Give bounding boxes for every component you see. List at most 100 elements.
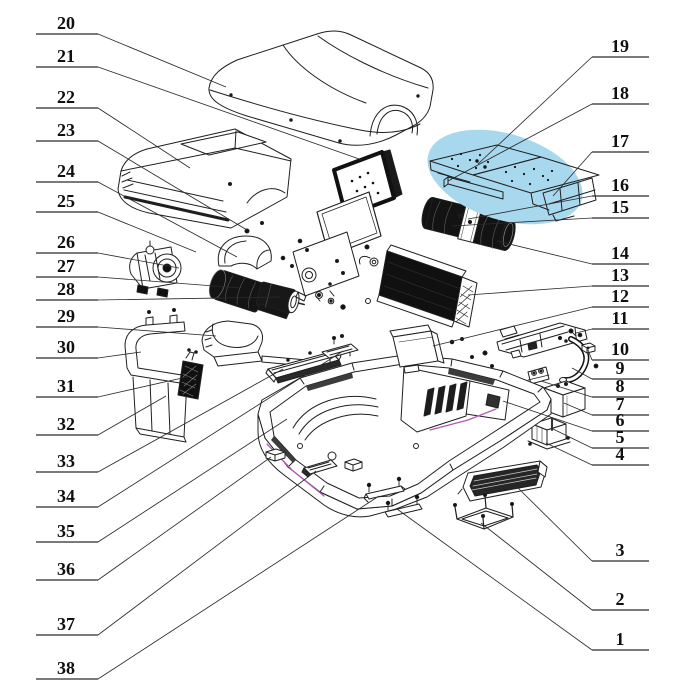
callout-leader-line	[432, 306, 593, 347]
callout-leader-line	[97, 211, 197, 253]
callout-2: 2	[480, 522, 649, 611]
callout-number: 15	[611, 197, 629, 217]
fan-shroud-dome-part	[217, 235, 294, 270]
accent-line-right	[429, 408, 497, 431]
callout-34: 34	[36, 350, 344, 508]
callout-33: 33	[36, 368, 284, 473]
callout-17: 17	[552, 131, 649, 197]
pump-motor-part	[129, 240, 182, 298]
callout-number: 17	[611, 131, 629, 151]
callout-leader-line	[97, 470, 317, 636]
callout-6: 6	[502, 400, 649, 432]
mount-panel-part	[292, 231, 360, 302]
transformer-part	[527, 417, 571, 450]
callout-number: 8	[616, 376, 625, 396]
evaporator-housing-part	[117, 128, 292, 234]
callout-leader-line	[496, 240, 593, 265]
callout-number: 12	[611, 286, 629, 306]
callout-leader-line	[552, 151, 593, 197]
callout-22: 22	[36, 87, 191, 169]
callout-leader-line	[97, 326, 217, 337]
callout-4: 4	[545, 442, 649, 466]
callout-number: 5	[616, 427, 625, 447]
highlight-ellipse	[427, 129, 583, 225]
callout-9: 9	[571, 358, 649, 380]
callout-number: 6	[616, 410, 625, 430]
callout-leader-line	[97, 350, 344, 508]
callout-5: 5	[550, 427, 649, 449]
callout-number: 7	[616, 394, 625, 414]
callout-38: 38	[36, 495, 380, 680]
callout-leader-line	[480, 522, 593, 611]
callout-20: 20	[36, 13, 227, 88]
callout-leader-line	[575, 328, 593, 334]
callout-number: 1	[616, 629, 625, 649]
callout-leader-line	[447, 103, 593, 182]
terminal-block-part	[527, 366, 550, 385]
callout-leader-line	[97, 296, 281, 301]
callout-21: 21	[36, 46, 363, 161]
callout-number: 11	[611, 308, 628, 328]
callout-13: 13	[467, 265, 649, 296]
callout-30: 30	[36, 337, 142, 359]
callout-number: 13	[611, 265, 629, 285]
callout-27: 27	[36, 256, 241, 289]
callout-leader-line	[97, 375, 192, 398]
callout-number: 23	[57, 120, 75, 140]
callout-32: 32	[36, 395, 167, 436]
callout-number: 36	[57, 559, 75, 579]
callout-number: 30	[57, 337, 75, 357]
exhaust-grille-part	[457, 460, 548, 502]
callout-leader-line	[477, 56, 593, 165]
callout-number: 24	[57, 161, 75, 181]
callout-16: 16	[467, 175, 649, 220]
callout-leader-line	[515, 485, 593, 562]
callout-19: 19	[477, 36, 649, 165]
air-distribution-tray-part[interactable]	[429, 144, 600, 225]
callout-14: 14	[496, 240, 649, 265]
callout-number: 20	[57, 13, 75, 33]
callout-number: 9	[616, 358, 625, 378]
callout-leader-line	[97, 140, 248, 231]
drain-assembly-part	[496, 322, 596, 384]
callout-11: 11	[575, 308, 649, 334]
callout-10: 10	[587, 339, 649, 361]
callout-number: 28	[57, 279, 75, 299]
callout-35: 35	[36, 418, 288, 543]
condenser-coil-part	[359, 244, 478, 328]
foam-duct-part	[201, 320, 325, 370]
callout-number: 3	[616, 540, 625, 560]
gasket-frame-part	[453, 493, 514, 530]
callout-number: 26	[57, 232, 75, 252]
frame-bracket-part	[124, 308, 189, 443]
callout-number: 37	[57, 614, 75, 634]
callout-leader-line	[502, 400, 593, 432]
callout-31: 31	[36, 375, 192, 398]
louver-panel-part	[265, 348, 342, 384]
callout-number: 35	[57, 521, 75, 541]
callout-leader-line	[550, 427, 593, 449]
callout-leader-line	[97, 181, 238, 258]
callout-28: 28	[36, 279, 281, 301]
callout-36: 36	[36, 456, 272, 581]
callout-number: 22	[57, 87, 75, 107]
callout-leader-line	[97, 456, 272, 581]
callout-number: 33	[57, 451, 75, 471]
callout-7: 7	[563, 394, 649, 416]
callout-3: 3	[515, 485, 649, 562]
fan-motor-part	[255, 281, 305, 320]
callout-leader-line	[97, 495, 380, 680]
vent-clip-part	[301, 459, 338, 478]
callout-number: 34	[57, 486, 75, 506]
callout-leader-line	[563, 402, 593, 416]
callout-37: 37	[36, 470, 317, 636]
callout-23: 23	[36, 120, 248, 231]
air-duct-part	[389, 324, 464, 374]
callout-number: 32	[57, 414, 75, 434]
callout-leader-line	[587, 349, 593, 361]
mounting-bracket-part	[363, 476, 423, 518]
callout-leader-line	[97, 418, 288, 543]
